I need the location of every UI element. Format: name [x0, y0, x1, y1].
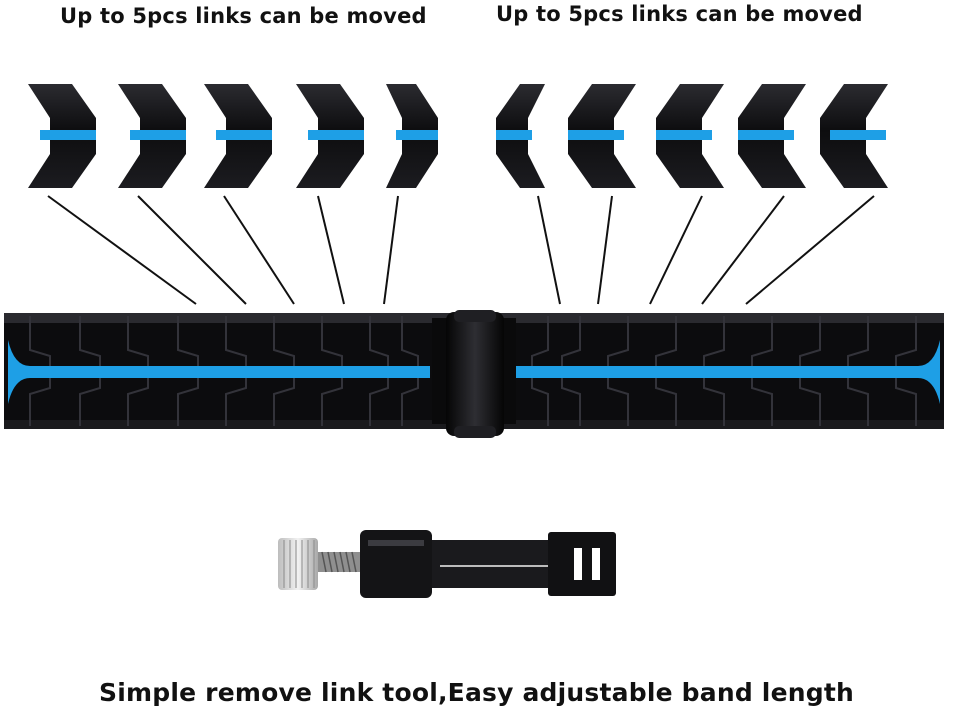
pointer-lines: [47, 195, 875, 305]
link-piece: [296, 84, 364, 188]
caption-bottom: Simple remove link tool,Easy adjustable …: [99, 678, 854, 707]
watch-band: [4, 310, 944, 438]
link-piece: [738, 84, 806, 188]
caption-left: Up to 5pcs links can be moved: [60, 4, 427, 28]
right-removable-links: [496, 84, 888, 188]
left-removable-links: [28, 84, 438, 188]
link-piece: [656, 84, 724, 188]
link-piece: [568, 84, 636, 188]
link-remover-tool: [278, 530, 616, 598]
link-piece: [386, 84, 438, 188]
link-piece: [28, 84, 96, 188]
link-piece: [204, 84, 272, 188]
link-piece: [496, 84, 545, 188]
link-piece: [118, 84, 186, 188]
link-piece: [820, 84, 888, 188]
caption-right: Up to 5pcs links can be moved: [496, 2, 863, 26]
